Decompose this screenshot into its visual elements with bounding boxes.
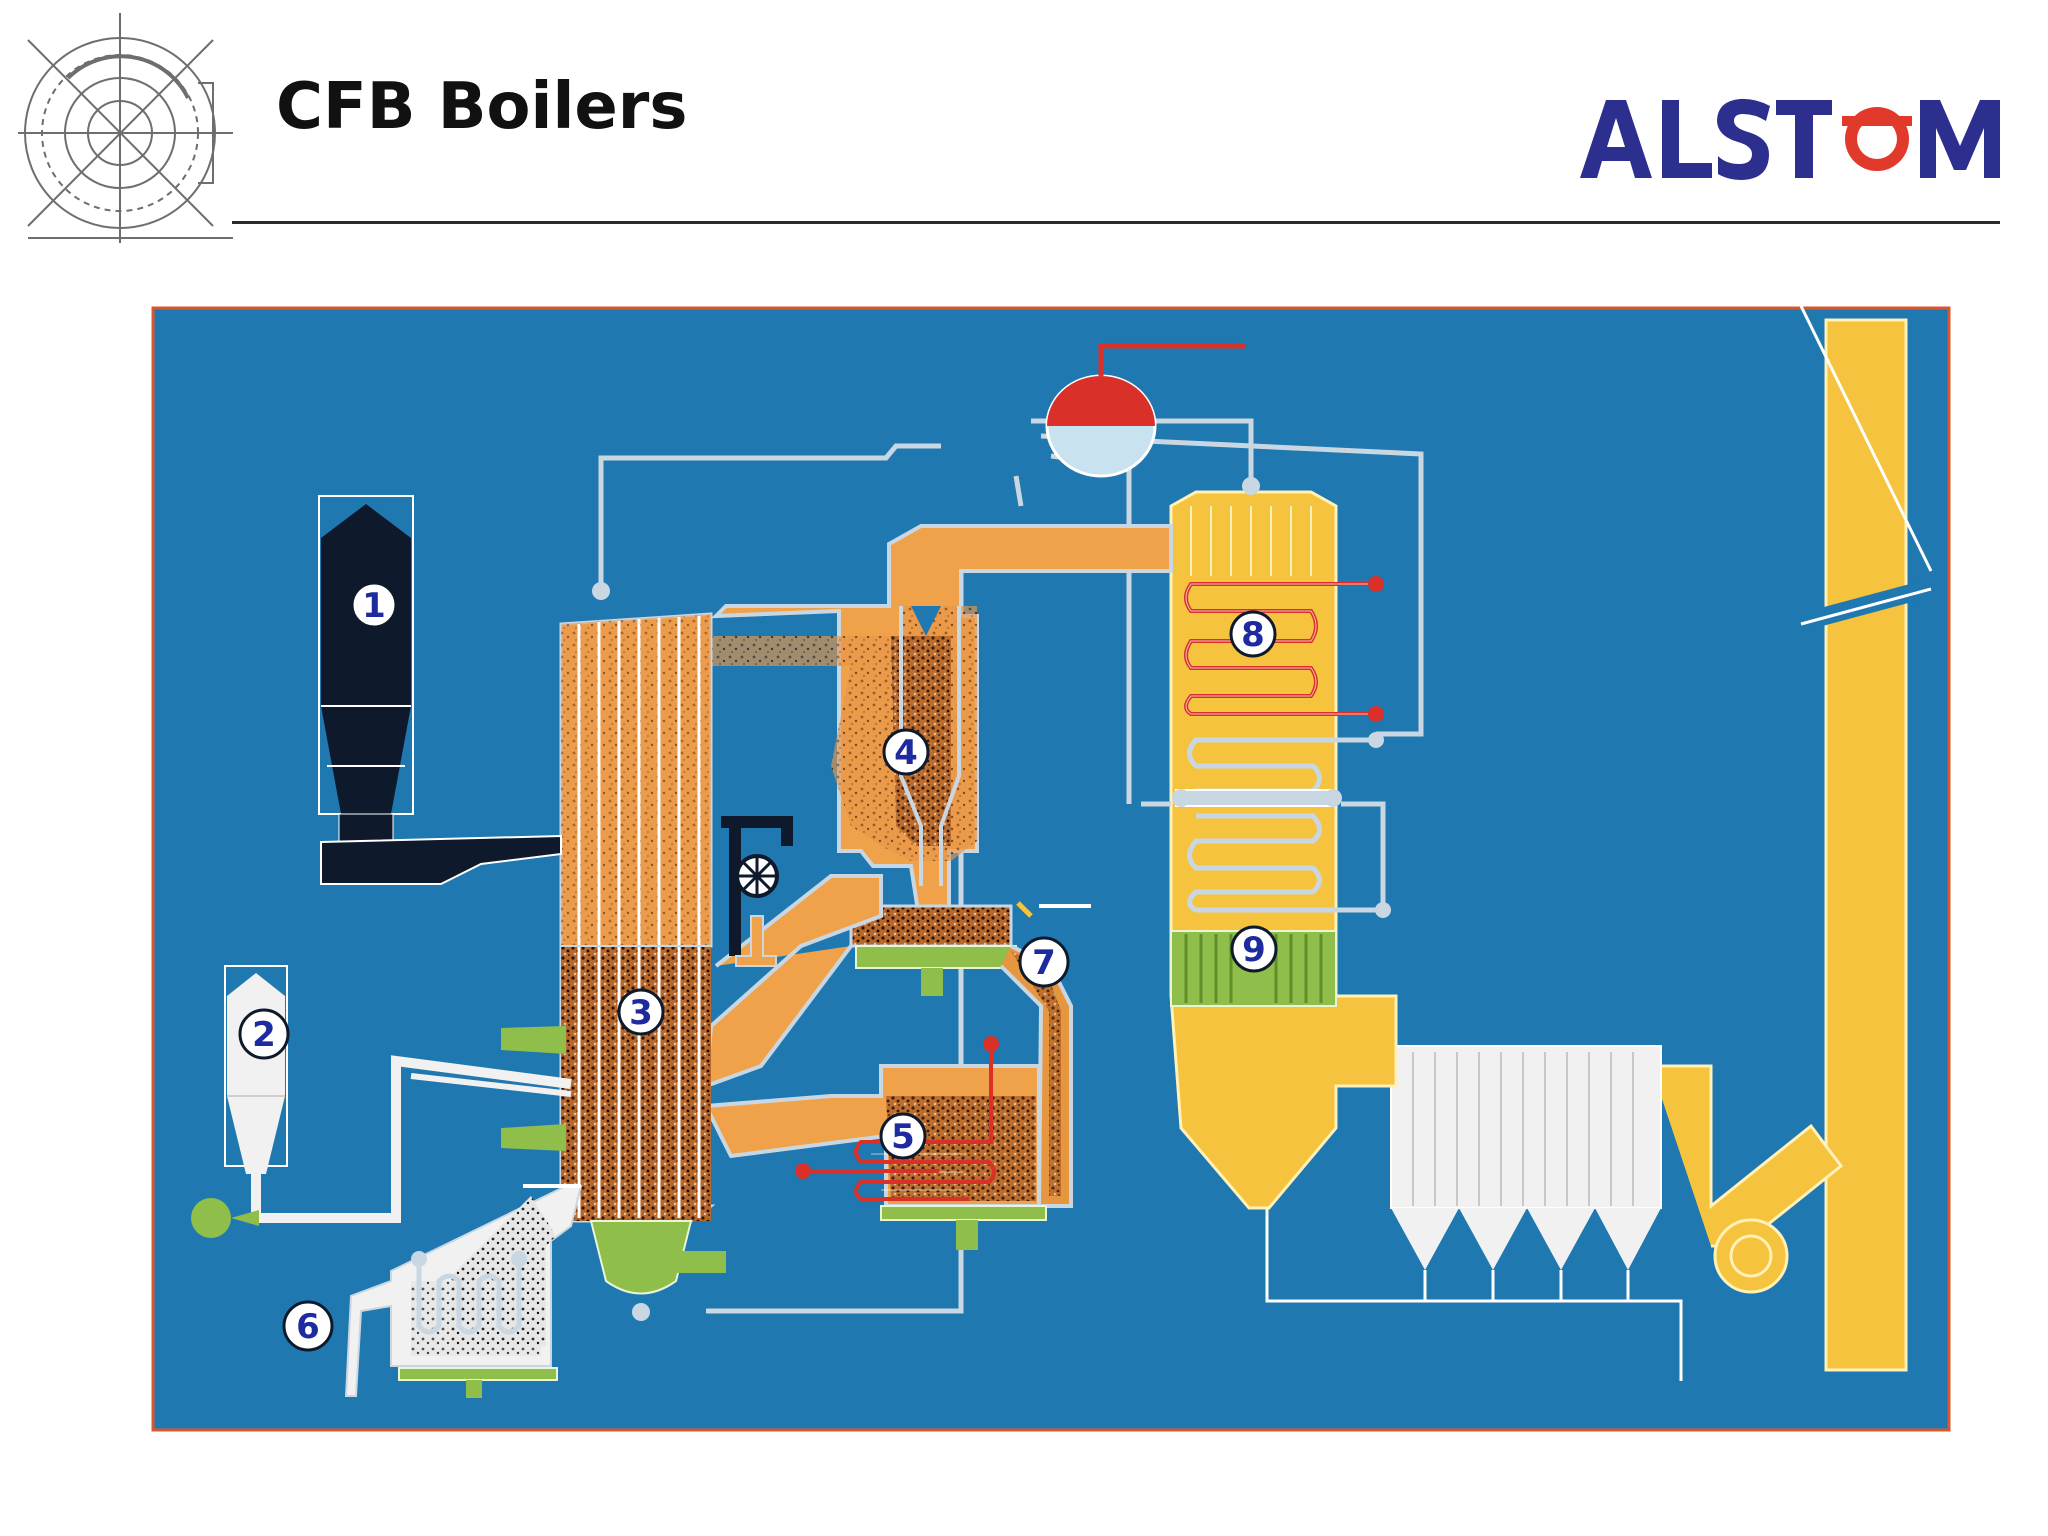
ash-cooler: [344, 1184, 583, 1398]
loop-seal: [703, 874, 1091, 1208]
callout-1-label: 1: [362, 586, 386, 626]
callout-7-label: 7: [1032, 943, 1056, 983]
callout-5: 5: [879, 1112, 927, 1160]
callout-3: 3: [617, 988, 665, 1036]
callout-4-label: 4: [894, 733, 918, 773]
furnace: [501, 612, 726, 1295]
callout-6: 6: [282, 1300, 334, 1352]
callout-6-label: 6: [296, 1307, 320, 1347]
induced-draft-fan: [1651, 1064, 1844, 1294]
callout-1: 1: [350, 581, 398, 629]
callout-5-label: 5: [891, 1117, 915, 1157]
header-divider: [232, 221, 2000, 224]
callout-9: 9: [1230, 925, 1278, 973]
callout-3-label: 3: [629, 993, 653, 1033]
callout-9-label: 9: [1242, 930, 1266, 970]
callout-8: 8: [1229, 610, 1277, 658]
callout-4: 4: [882, 728, 930, 776]
page-title: CFB Boilers: [276, 70, 688, 144]
callout-8-label: 8: [1241, 615, 1265, 655]
callout-2: 2: [238, 1008, 290, 1060]
callout-7: 7: [1018, 936, 1070, 988]
technical-drawing-logo: [18, 13, 233, 243]
callout-2-label: 2: [252, 1015, 276, 1055]
coal-silo: [318, 495, 562, 885]
cfb-boiler-diagram: 1 2 3 4 5 6 7 8 9: [151, 306, 1951, 1432]
stack: [1799, 306, 1933, 1372]
fluid-bed-heat-exchanger: [702, 1036, 1047, 1250]
dust-collector: [1265, 1045, 1683, 1381]
alstom-logo: [1580, 98, 2000, 180]
valve-wheel: [721, 816, 793, 967]
